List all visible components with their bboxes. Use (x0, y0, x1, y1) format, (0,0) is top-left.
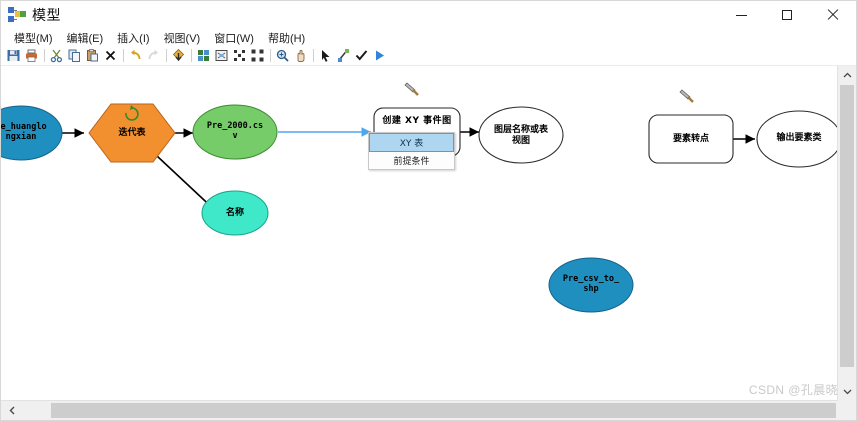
scroll-down-button[interactable] (838, 383, 856, 401)
checkmark-icon (355, 50, 368, 61)
title-bar: 模型 (1, 1, 856, 29)
print-button[interactable] (23, 47, 40, 64)
zoom-selected-icon (234, 50, 245, 61)
paste-button[interactable] (84, 47, 101, 64)
maximize-icon (782, 10, 792, 20)
model-builder-icon (8, 6, 26, 24)
validate-button[interactable] (353, 47, 370, 64)
close-button[interactable] (810, 1, 856, 29)
copy-icon (68, 49, 80, 62)
dropdown-item-xy-table[interactable]: XY 表 (369, 133, 454, 152)
copy-button[interactable] (66, 47, 83, 64)
window-title: 模型 (32, 7, 61, 23)
horizontal-scroll-thumb[interactable] (51, 403, 836, 418)
run-button[interactable] (170, 47, 187, 64)
vertical-scrollbar[interactable] (837, 66, 856, 401)
menu-view[interactable]: 视图(V) (163, 32, 201, 45)
redo-arrow-icon (148, 49, 158, 60)
grid-squares-icon (198, 50, 209, 61)
undo-button[interactable] (127, 47, 144, 64)
fit-page-icon (251, 49, 264, 62)
menu-window[interactable]: 窗口(W) (214, 32, 254, 45)
arrow-cursor-icon (322, 50, 330, 62)
minimize-button[interactable] (718, 1, 764, 29)
auto-layout-button[interactable] (195, 47, 212, 64)
hammer-icon-2 (679, 89, 694, 103)
toolbar (1, 46, 856, 66)
select-button[interactable] (317, 47, 334, 64)
printer-icon (26, 49, 37, 62)
vertical-scroll-thumb[interactable] (840, 85, 854, 367)
save-icon (7, 50, 20, 61)
chevron-up-icon (843, 72, 851, 78)
menu-help[interactable]: 帮助(H) (267, 32, 306, 45)
maximize-button[interactable] (764, 1, 810, 29)
scrollbar-corner (838, 401, 856, 420)
play-triangle-icon (376, 50, 384, 61)
delete-button[interactable] (102, 47, 119, 64)
scissors-icon (50, 49, 63, 63)
full-extent-icon (215, 50, 228, 61)
chevron-down-icon (843, 389, 851, 395)
window-controls (718, 1, 856, 29)
toolbar-separator (123, 49, 124, 62)
toolbar-separator (313, 49, 314, 62)
pan-button[interactable] (292, 47, 309, 64)
scroll-left-button[interactable] (1, 401, 23, 420)
connect-button[interactable] (335, 47, 352, 64)
paste-icon (87, 49, 98, 62)
menu-insert[interactable]: 插入(I) (117, 32, 150, 45)
cut-button[interactable] (48, 47, 65, 64)
dropdown-item-precondition[interactable]: 前提条件 (393, 157, 430, 167)
minimize-icon (735, 14, 747, 16)
diagram-shapes (1, 82, 838, 313)
magnifier-icon (276, 49, 289, 62)
toolbar-separator (44, 49, 45, 62)
zoom-to-selected-button[interactable] (231, 47, 248, 64)
hand-icon (297, 49, 305, 62)
full-extent-button[interactable] (213, 47, 230, 64)
fit-page-button[interactable] (249, 47, 266, 64)
menu-edit[interactable]: 编辑(E) (66, 32, 104, 45)
xy-table-context-menu[interactable]: XY 表 前提条件 (368, 132, 455, 170)
undo-arrow-icon (131, 49, 141, 60)
chevron-left-icon (9, 406, 15, 415)
toolbar-separator (191, 49, 192, 62)
zoom-in-button[interactable] (274, 47, 291, 64)
close-icon (827, 9, 839, 21)
menu-model[interactable]: 模型(M) (14, 32, 53, 45)
x-icon (105, 50, 116, 61)
run-model-button[interactable] (371, 47, 388, 64)
save-button[interactable] (5, 47, 22, 64)
toolbar-separator (270, 49, 271, 62)
run-diamond-icon (172, 48, 185, 62)
menu-bar: 模型(M) 编辑(E) 插入(I) 视图(V) 窗口(W) 帮助(H) (1, 29, 856, 46)
scroll-up-button[interactable] (838, 66, 856, 84)
horizontal-scrollbar[interactable] (1, 400, 838, 420)
hammer-icon-1 (404, 82, 419, 96)
toolbar-separator (166, 49, 167, 62)
redo-button[interactable] (145, 47, 162, 64)
connect-link-icon (338, 49, 349, 62)
